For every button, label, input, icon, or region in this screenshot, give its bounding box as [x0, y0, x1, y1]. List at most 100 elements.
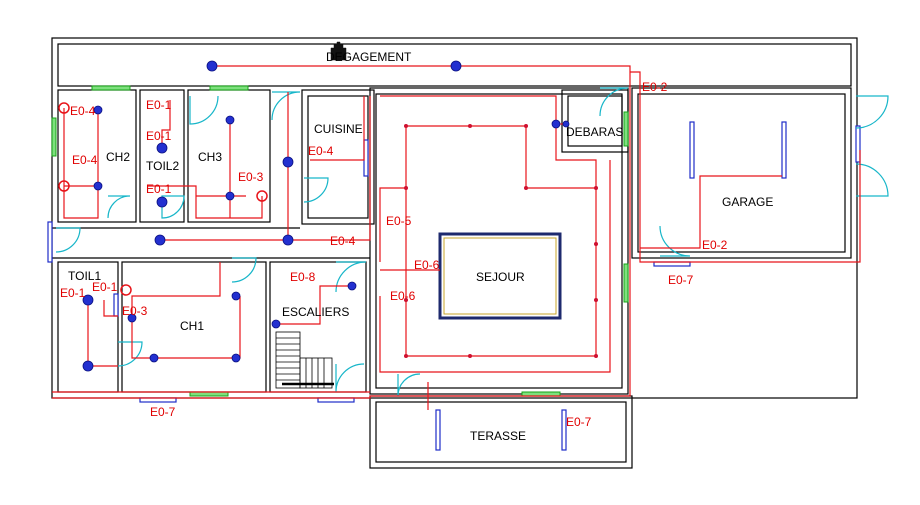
ceiling-light-icon [450, 60, 462, 72]
socket-point [594, 298, 598, 302]
heater-icon [120, 284, 132, 296]
sejour-walls [369, 87, 629, 395]
ceiling-light-icon [225, 115, 235, 125]
window [91, 85, 131, 91]
door-swing [189, 95, 219, 125]
garage-inner [637, 93, 846, 253]
socket-points [404, 124, 598, 358]
terasse-inner [375, 401, 627, 463]
walls [51, 37, 858, 469]
door-swing [303, 177, 329, 203]
circuit-line [379, 187, 406, 262]
ceiling-light-icon [82, 294, 94, 306]
outer-wall [51, 37, 858, 399]
circuit-label: E0-7 [150, 405, 176, 419]
label-degagement: DEGAGEMENT [326, 50, 412, 64]
circuit-line [131, 262, 241, 359]
ceiling-light-icon [551, 119, 561, 129]
label-escaliers: ESCALIERS [282, 305, 349, 319]
circuit-label: E0-4 [330, 234, 356, 248]
socket-point [468, 354, 472, 358]
door-swing [55, 227, 81, 253]
label-cuisine: CUISINE [314, 122, 363, 136]
circuit-label: E0-3 [122, 304, 148, 318]
panel-bar [561, 409, 567, 451]
circuit-label: E0-6 [390, 289, 416, 303]
door-swing [659, 225, 691, 257]
debaras-walls [561, 89, 629, 153]
staircase [275, 331, 334, 389]
circuit-line [276, 285, 352, 325]
panel-bar [689, 121, 695, 179]
label-terasse: TERASSE [470, 429, 526, 443]
door-swing [335, 363, 365, 393]
ceiling-light-icon [231, 353, 241, 363]
door-swing [231, 257, 257, 283]
cuisine-walls [301, 89, 375, 225]
doors [55, 87, 889, 397]
label-toil2: TOIL2 [146, 159, 179, 173]
ceiling-light-icon [347, 281, 357, 291]
circuit-line [161, 100, 171, 148]
label-sejour: SEJOUR [476, 270, 525, 284]
ceiling-light-icon [562, 120, 570, 128]
inner-wall-outline [57, 43, 852, 87]
ceiling-light-icon [156, 196, 168, 208]
window [623, 263, 629, 303]
door-swing [161, 195, 185, 219]
label-toil1: TOIL1 [68, 269, 101, 283]
ceiling-light-icon [93, 105, 103, 115]
circuit-label: E0-1 [146, 98, 172, 112]
circuit-line [63, 108, 99, 219]
circuit-label: E0-4 [308, 144, 334, 158]
circuit-label: E0-1 [146, 182, 172, 196]
socket-point [524, 186, 528, 190]
circuit-label: E0-7 [566, 415, 592, 429]
label-ch2: CH2 [106, 150, 130, 164]
fixtures [82, 60, 570, 372]
room-labels: DEGAGEMENT CH2 TOIL2 CH3 CUISINE DEBARAS… [68, 50, 773, 443]
window [623, 111, 629, 147]
circuit-label: E0-1 [60, 286, 86, 300]
circuit-line [103, 300, 118, 317]
ceiling-light-icon [206, 60, 218, 72]
socket-point [594, 242, 598, 246]
label-ch3: CH3 [198, 150, 222, 164]
sejour-inner [375, 93, 623, 389]
socket-point [468, 124, 472, 128]
sejour-slab-inner [443, 237, 557, 315]
door-swing [397, 373, 421, 397]
socket-point [404, 354, 408, 358]
socket-point [594, 186, 598, 190]
door-swing [271, 91, 301, 121]
window [209, 85, 249, 91]
sejour-slab [438, 232, 562, 320]
door-swing [107, 195, 131, 219]
windows [51, 85, 629, 397]
circuit-line [148, 185, 263, 219]
circuit-label: E0-2 [642, 80, 668, 94]
circuit-label: E0-7 [668, 273, 694, 287]
ceiling-light-icon [149, 353, 159, 363]
circuit-line [310, 96, 365, 161]
label-garage: GARAGE [722, 195, 773, 209]
ceiling-light-icon [282, 234, 294, 246]
circuit-label: E0-5 [386, 214, 412, 228]
circuit-label: E0-4 [72, 153, 98, 167]
heaters [58, 102, 268, 296]
ceiling-light-icon [271, 319, 281, 329]
ceiling-light-icon [225, 191, 235, 201]
heater-icon [256, 190, 268, 202]
heater-icon [58, 102, 70, 114]
heater-icon [58, 180, 70, 192]
circuit-labels: E0-4 E0-4 E0-1 E0-1 E0-1 E0-3 E0-4 E0-4 … [60, 80, 728, 429]
circuit-line [630, 71, 861, 263]
circuit-line [640, 175, 782, 249]
circuit-label: E0-3 [238, 170, 264, 184]
ceiling-light-icon [156, 142, 168, 154]
panel-bar [435, 409, 441, 451]
circuit-label: E0-1 [146, 129, 172, 143]
toil2-walls [139, 89, 185, 223]
ceiling-light-icon [127, 313, 137, 323]
ceiling-light-icon [154, 234, 166, 246]
